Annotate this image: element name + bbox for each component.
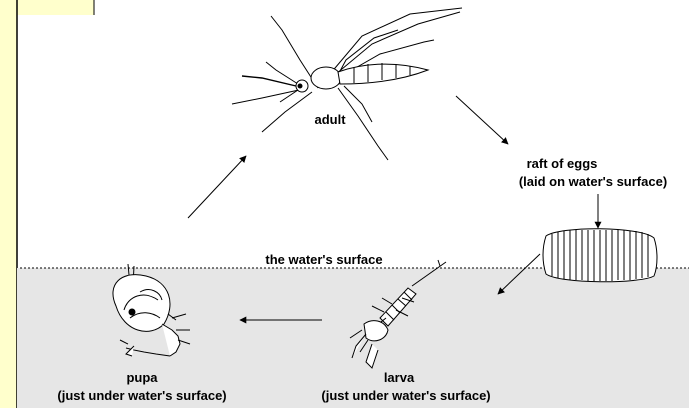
adult-label: adult (314, 112, 346, 127)
eggs-note-label: (laid on water's surface) (519, 174, 667, 189)
water-surface-label: the water's surface (265, 252, 382, 267)
larva-title-label: larva (384, 370, 415, 385)
eggs-title-label: raft of eggs (527, 156, 598, 171)
larva-note-label: (just under water's surface) (321, 388, 490, 403)
pupa-title-label: pupa (126, 370, 158, 385)
left-frame-strip (0, 0, 17, 408)
top-frame-tab (17, 0, 94, 15)
pupa-note-label: (just under water's surface) (57, 388, 226, 403)
egg-raft-icon (543, 229, 657, 282)
